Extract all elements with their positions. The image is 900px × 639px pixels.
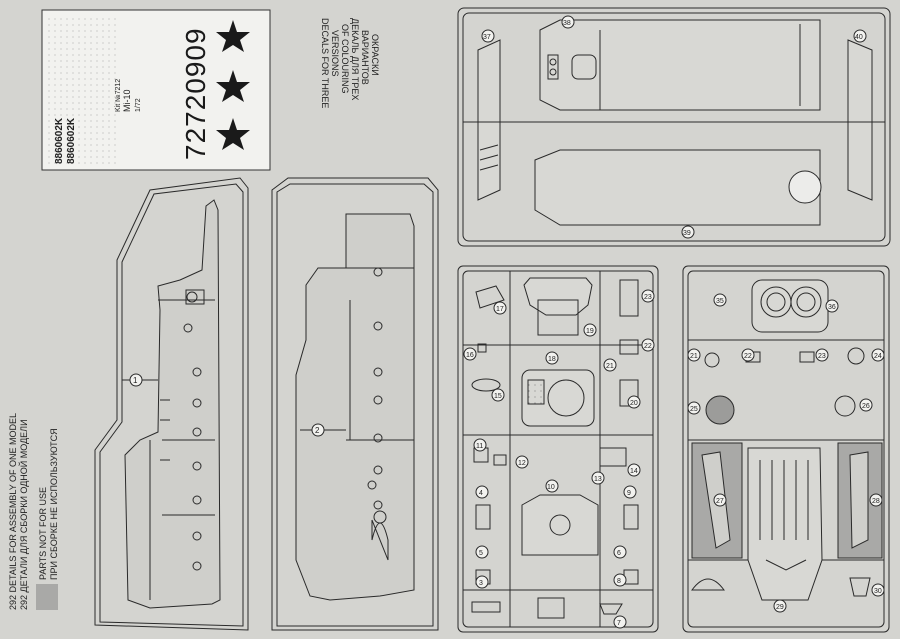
part-number-q22: 22 <box>744 353 752 360</box>
decal-note-ru-1: ДЕКАЛЬ ДЛЯ ТРЕХ <box>350 18 360 100</box>
part-number-q28: 28 <box>872 498 880 505</box>
part-number-22: 22 <box>644 343 652 350</box>
part-number-6: 6 <box>617 550 621 557</box>
decal-note-en-3: OF COLOURING <box>340 24 350 94</box>
part-number-q21: 21 <box>690 353 698 360</box>
sprue-small-parts: 3 4 5 6 7 8 9 10 11 12 13 14 15 16 17 18… <box>457 265 659 633</box>
right-part-labels <box>687 293 885 613</box>
part-number-text: 3 4 5 6 7 8 9 10 11 12 13 14 15 16 17 18… <box>466 294 652 627</box>
sprue-fuselage-left: 1 <box>94 177 249 631</box>
star-decal-icon <box>216 118 250 150</box>
part-number-23: 23 <box>644 294 652 301</box>
part-number-40: 40 <box>855 34 863 41</box>
part-number-q36: 36 <box>828 304 836 311</box>
part-number-q26: 26 <box>862 403 870 410</box>
star-decal-icon <box>216 20 250 52</box>
part-number-38: 38 <box>563 20 571 27</box>
sprue-right-parts: 21 22 23 24 25 26 35 36 27 28 29 30 <box>682 265 890 633</box>
star-decal-icon <box>216 70 250 102</box>
part-number-17: 17 <box>496 306 504 313</box>
decal-note-en-1: DECALS FOR THREE <box>320 18 330 108</box>
part-number-8: 8 <box>617 578 621 585</box>
sprue-fuselage-right: 2 <box>271 177 439 631</box>
legend-line-2: 292 ДЕТАЛИ ДЛЯ СБОРКИ ОДНОЙ МОДЕЛИ <box>18 419 29 610</box>
decal-model: Mi-10 <box>122 89 132 112</box>
part-number-1: 1 <box>133 376 138 385</box>
part-number-11: 11 <box>476 443 483 450</box>
decal-serial-1: 8860602K <box>54 117 65 164</box>
part-number-4: 4 <box>479 490 483 497</box>
decal-sheet: 8860602K 8860602K 1/72 Mi-10 Kit №7212 7… <box>41 9 271 171</box>
decal-tail-number: 72720909 <box>180 27 211 160</box>
part-number-21: 21 <box>606 363 614 370</box>
part-number-7: 7 <box>617 620 621 627</box>
part-number-16: 16 <box>466 352 474 359</box>
part-number-13: 13 <box>594 476 602 483</box>
part-number-9: 9 <box>627 490 631 497</box>
legend-line-4: ПРИ СБОРКЕ НЕ ИСПОЛЬЗУЮТСЯ <box>49 428 59 580</box>
part-number-15: 15 <box>494 393 502 400</box>
part-number-39: 39 <box>683 230 691 237</box>
part-number-q23: 23 <box>818 353 826 360</box>
decal-scale: 1/72 <box>135 98 142 112</box>
decal-note-ru-3: ОКРАСКИ <box>370 34 380 76</box>
unused-parts-swatch <box>36 584 58 610</box>
decal-serial-2: 8860602K <box>66 117 77 164</box>
part-number-14: 14 <box>630 468 638 475</box>
part-number-10: 10 <box>547 484 555 491</box>
sprue-top-right: 37 38 39 40 <box>457 7 891 247</box>
right-part-text: 21 22 23 24 25 26 35 36 27 28 29 30 <box>690 298 882 611</box>
decal-kit-number: Kit №7212 <box>115 79 122 112</box>
part-number-3: 3 <box>479 580 483 587</box>
decal-note: DECALS FOR THREE VERSIONS OF COLOURING Д… <box>320 18 380 108</box>
part-number-5: 5 <box>479 550 483 557</box>
part-number-18: 18 <box>548 356 556 363</box>
part-number-q27: 27 <box>716 498 724 505</box>
red-star-decals <box>216 20 250 150</box>
legend-line-3: PARTS NOT FOR USE <box>38 487 48 580</box>
legend: 292 DETAILS FOR ASSEMBLY OF ONE MODEL 29… <box>8 413 59 610</box>
part-number-q35: 35 <box>716 298 724 305</box>
part-number-q29: 29 <box>776 604 784 611</box>
decal-note-en-2: VERSIONS <box>330 30 340 77</box>
part-number-20: 20 <box>630 400 638 407</box>
part-number-q24: 24 <box>874 353 882 360</box>
part-number-q30: 30 <box>874 588 882 595</box>
part-number-37: 37 <box>483 34 491 41</box>
part-number-19: 19 <box>586 328 594 335</box>
decal-note-ru-2: ВАРИАНТОВ <box>360 30 370 85</box>
legend-line-1: 292 DETAILS FOR ASSEMBLY OF ONE MODEL <box>8 413 18 610</box>
part-number-12: 12 <box>518 460 526 467</box>
part-number-labels <box>463 289 655 629</box>
part-number-q25: 25 <box>690 406 698 413</box>
part-number-2: 2 <box>315 426 320 435</box>
